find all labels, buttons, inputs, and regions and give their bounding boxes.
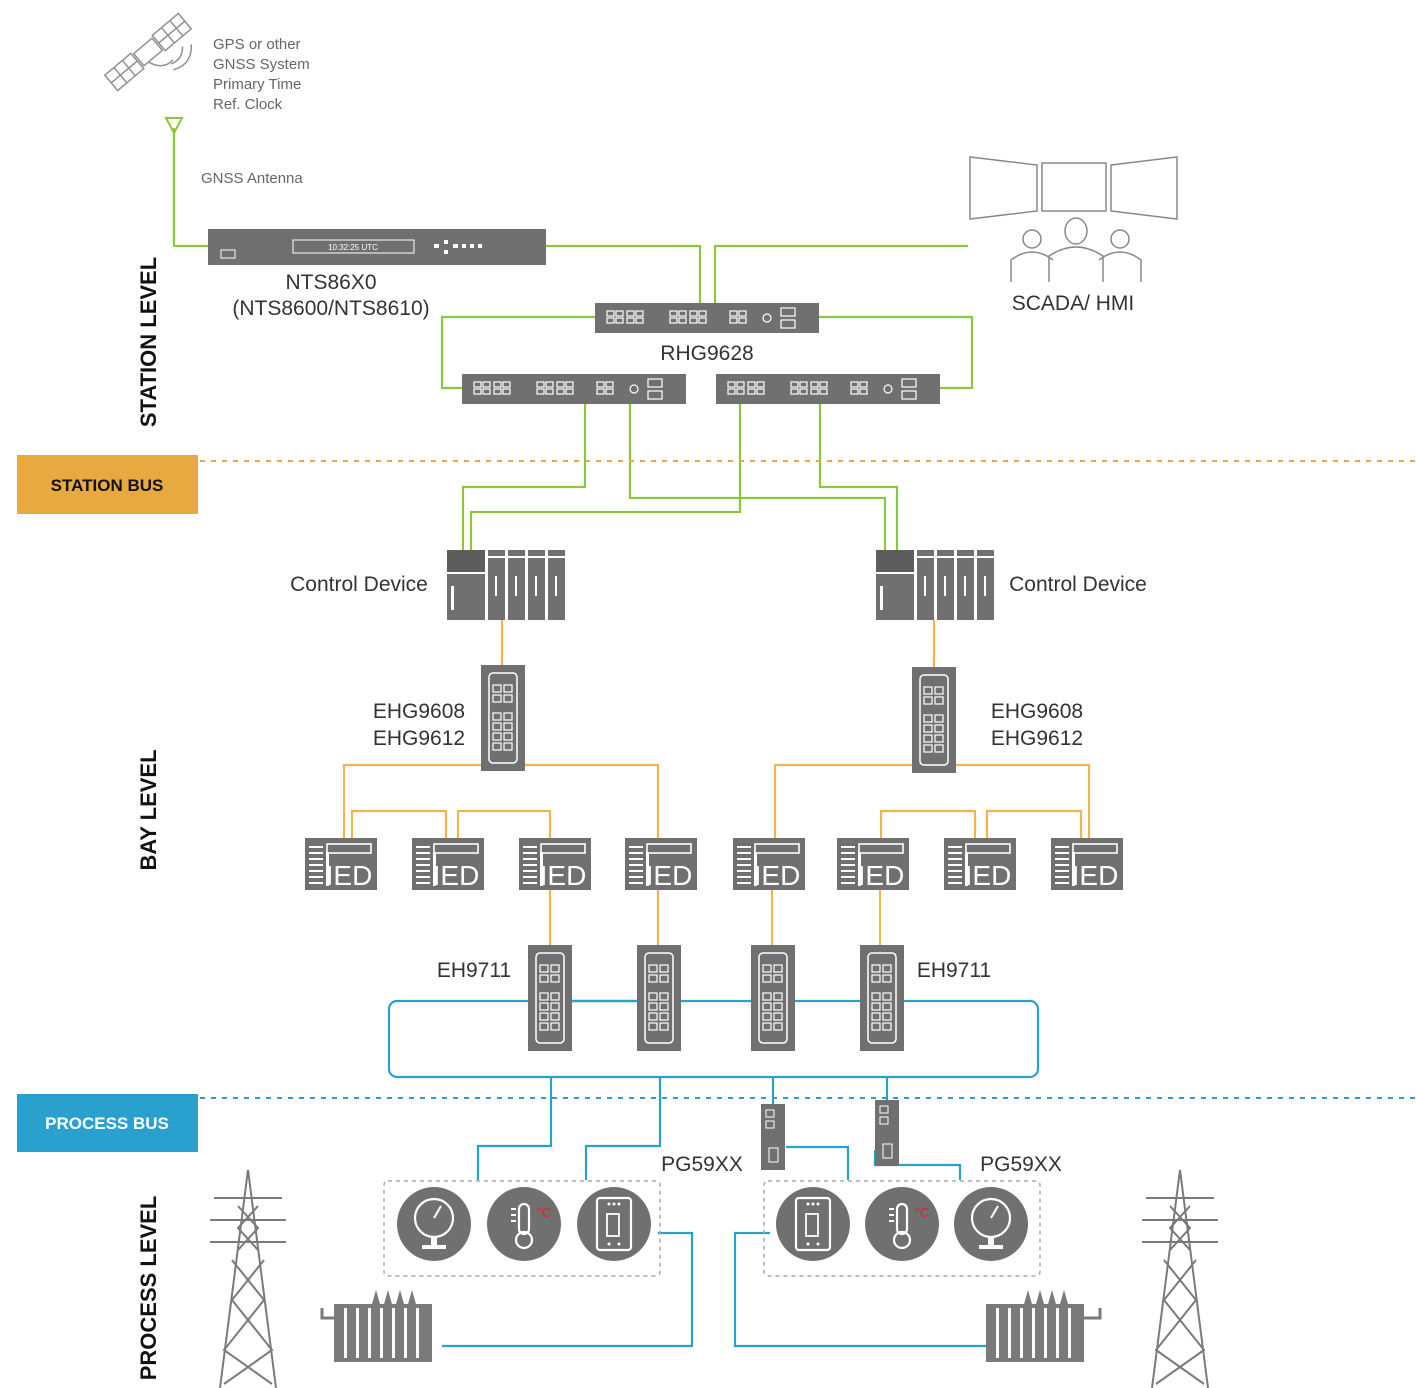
rhg-switch-right: [716, 374, 940, 404]
ied-1-label: IED: [326, 860, 373, 891]
control-device-left: [447, 550, 565, 620]
control-device-right: [876, 550, 994, 620]
gps-line-3: Primary Time: [213, 76, 301, 93]
station-cabling: [172, 128, 974, 551]
ehg-left-line-1: EHG9608: [373, 700, 465, 723]
ied-2: IED: [411, 837, 485, 891]
pylon-left-icon: [209, 1169, 287, 1388]
process-bus-label: PROCESS BUS: [45, 1114, 169, 1133]
scada-label: SCADA/ HMI: [1012, 292, 1135, 315]
ied-3-label: IED: [540, 860, 587, 891]
transformer-right-icon: [986, 1290, 1102, 1362]
eh9711-left-label: EH9711: [437, 959, 511, 982]
ied-8: IED: [1050, 837, 1124, 891]
gps-line-1: GPS or other: [213, 36, 301, 53]
ied-6-label: IED: [858, 860, 905, 891]
control-device-right-label: Control Device: [1009, 573, 1147, 596]
pg59xx-right-label: PG59XX: [980, 1153, 1062, 1176]
transformer-left-icon: [320, 1290, 432, 1362]
pg59xx-device-left: [760, 1103, 786, 1171]
rhg-label: RHG9628: [660, 342, 753, 365]
bay-cabling: [342, 620, 1091, 945]
ehg-switch-right: [911, 666, 957, 774]
ied-4-label: IED: [646, 860, 693, 891]
ied-2-label: IED: [433, 860, 480, 891]
control-device-left-label: Control Device: [290, 573, 428, 596]
ied-5: IED: [732, 837, 806, 891]
rhg-switch-left: [462, 374, 686, 404]
thermometer-icon: [485, 1185, 563, 1263]
gps-line-2: GNSS System: [213, 56, 310, 73]
ied-5-label: IED: [754, 860, 801, 891]
eh9711-switch-2: [636, 944, 682, 1052]
pressure-gauge-icon-right: [952, 1185, 1030, 1263]
temp-unit-right: °C: [915, 1205, 930, 1220]
bay-level-label: BAY LEVEL: [136, 749, 161, 870]
pg59xx-left-label: PG59XX: [661, 1153, 743, 1176]
relay-icon: [575, 1185, 653, 1263]
ied-6: IED: [836, 837, 910, 891]
ied-7-label: IED: [965, 860, 1012, 891]
process-level-label: PROCESS LEVEL: [136, 1196, 161, 1381]
station-level-label: STATION LEVEL: [136, 257, 161, 427]
pylon-right-icon: [1141, 1169, 1219, 1388]
nts-models: (NTS8600/NTS8610): [232, 297, 429, 320]
gps-line-4: Ref. Clock: [213, 96, 283, 113]
ied-7: IED: [943, 837, 1017, 891]
nts-timeserver: [208, 229, 546, 265]
thermometer-icon-right: [863, 1185, 941, 1263]
process-bus-badge: [17, 1094, 198, 1152]
pg59xx-device-right: [874, 1099, 900, 1167]
rhg-core-switch: [595, 303, 819, 333]
process-cabling: [387, 999, 1040, 1348]
station-bus-badge: [17, 455, 198, 514]
gnss-antenna-label: GNSS Antenna: [201, 170, 303, 187]
ehg-right-line-2: EHG9612: [991, 727, 1083, 750]
ehg-left-line-2: EHG9612: [373, 727, 465, 750]
ehg-switch-left: [480, 664, 526, 772]
station-bus-label: STATION BUS: [51, 476, 164, 495]
ied-4: IED: [624, 837, 698, 891]
nts-name: NTS86X0: [285, 271, 376, 294]
eh9711-switch-1: [527, 944, 573, 1052]
gnss-antenna-icon: [164, 117, 184, 136]
satellite-icon: [103, 12, 193, 92]
ied-3: IED: [518, 837, 592, 891]
nts-display: 10:32:25 UTC: [328, 243, 378, 252]
ied-8-label: IED: [1072, 860, 1119, 891]
relay-icon-right: [774, 1185, 852, 1263]
eh9711-right-label: EH9711: [917, 959, 991, 982]
eh9711-switch-4: [859, 944, 905, 1052]
pressure-gauge-icon: [395, 1185, 473, 1263]
ehg-right-line-1: EHG9608: [991, 700, 1083, 723]
ied-1: IED: [304, 837, 378, 891]
temp-unit-left: °C: [537, 1205, 552, 1220]
eh9711-switch-3: [750, 944, 796, 1052]
operators-icon: [1010, 217, 1142, 282]
scada-monitors-icon: [969, 156, 1178, 220]
